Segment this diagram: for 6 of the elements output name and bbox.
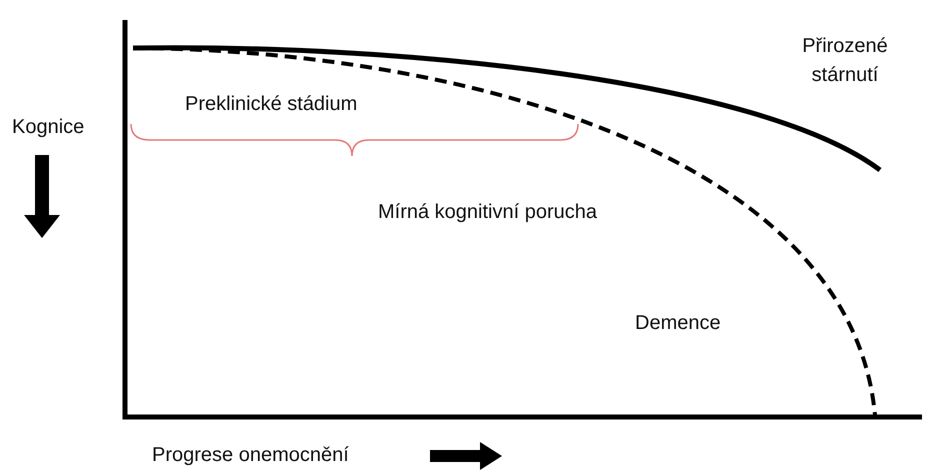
stage-label: Preklinické stádium: [185, 92, 358, 117]
stage-label: Demence: [635, 311, 721, 336]
axis-label: Progrese onemocnění: [152, 443, 349, 468]
curve-label: Přirozené stárnutí: [801, 34, 889, 88]
axis-label: Kognice: [12, 115, 84, 140]
stage-label: Mírná kognitivní porucha: [378, 200, 598, 225]
